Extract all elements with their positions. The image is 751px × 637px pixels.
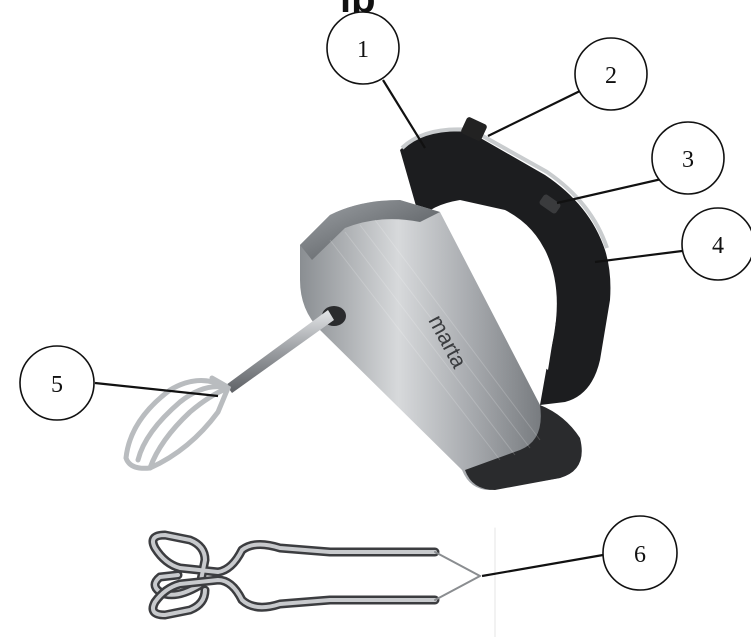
callout-4-number: 4 <box>712 233 724 259</box>
beater-rod <box>226 310 334 393</box>
callout-1-number: 1 <box>357 37 369 63</box>
callout-6-number: 6 <box>634 542 646 568</box>
leader-line-3 <box>557 178 666 203</box>
callout-5-number: 5 <box>51 372 63 398</box>
dough-hooks <box>153 528 495 637</box>
hand-mixer: marta <box>126 116 610 490</box>
callout-2: 2 <box>575 38 647 110</box>
leader-line-2 <box>488 90 582 136</box>
leader-line-4 <box>595 250 690 262</box>
callout-3-number: 3 <box>682 147 694 173</box>
callout-6: 6 <box>603 516 677 590</box>
leader-line-1 <box>383 80 425 148</box>
callout-5: 5 <box>20 346 94 420</box>
callout-3: 3 <box>652 122 724 194</box>
callout-4: 4 <box>682 208 751 280</box>
callout-2-number: 2 <box>605 63 617 89</box>
leader-line-6 <box>482 555 603 576</box>
callout-1: 1 <box>327 12 399 84</box>
